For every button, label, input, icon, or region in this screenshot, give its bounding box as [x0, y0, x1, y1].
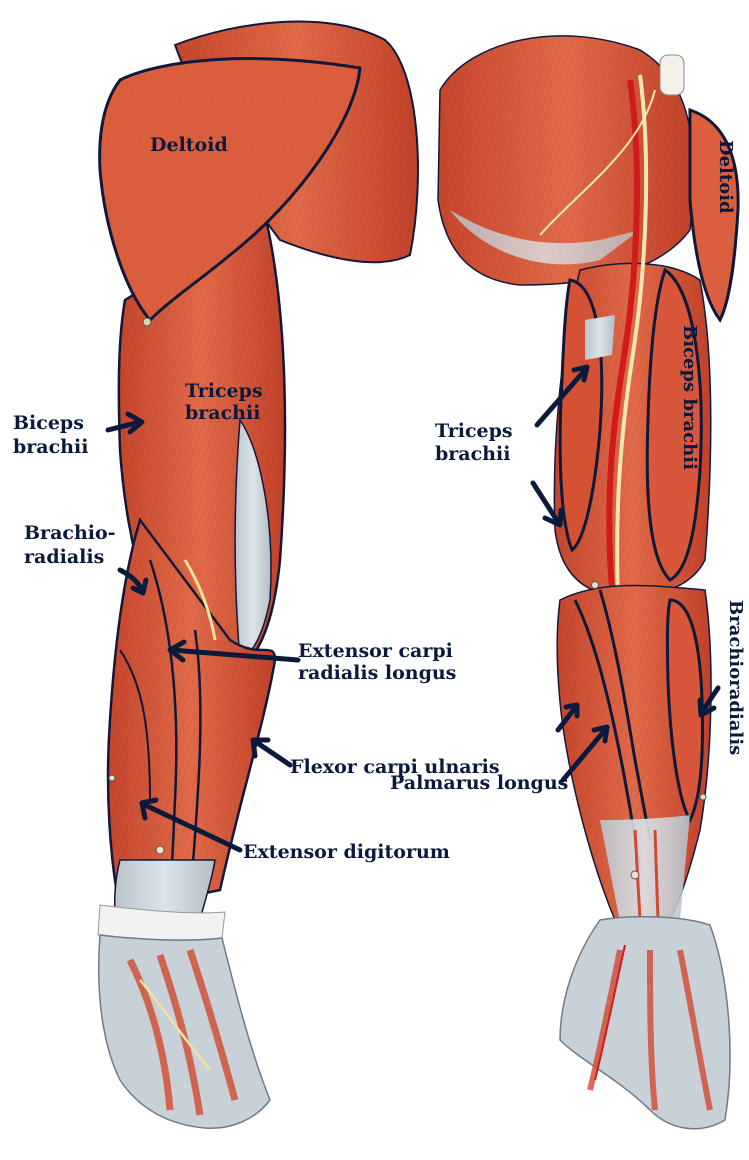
label-biceps-right: Biceps brachii [678, 325, 700, 470]
label-deltoid-right: Deltoid [714, 140, 736, 214]
label-brachioradialis-left-line2: radialis [24, 546, 104, 568]
label-biceps-left-line2: brachii [13, 436, 88, 458]
label-brachioradialis-left-line1: Brachio- [24, 522, 116, 544]
label-triceps-right-line1: Triceps [435, 420, 513, 442]
label-brachioradialis-right: Brachioradialis [724, 600, 746, 755]
left-arm [98, 21, 418, 1128]
label-extensor-carpi-line2: radialis longus [298, 662, 456, 684]
right-arm [438, 36, 738, 1129]
label-triceps-left-line1: Triceps [185, 380, 263, 402]
pointer-arrow-icon [256, 742, 290, 765]
label-triceps-left-line2: brachii [185, 402, 260, 424]
label-palmarus-longus: Palmarus longus [390, 772, 568, 794]
label-deltoid-left: Deltoid [150, 134, 228, 156]
label-extensor-digitorum: Extensor digitorum [243, 841, 450, 863]
label-triceps-right-line2: brachii [435, 443, 510, 465]
label-biceps-left-line1: Biceps [13, 412, 84, 434]
label-extensor-carpi-line1: Extensor carpi [298, 640, 453, 662]
